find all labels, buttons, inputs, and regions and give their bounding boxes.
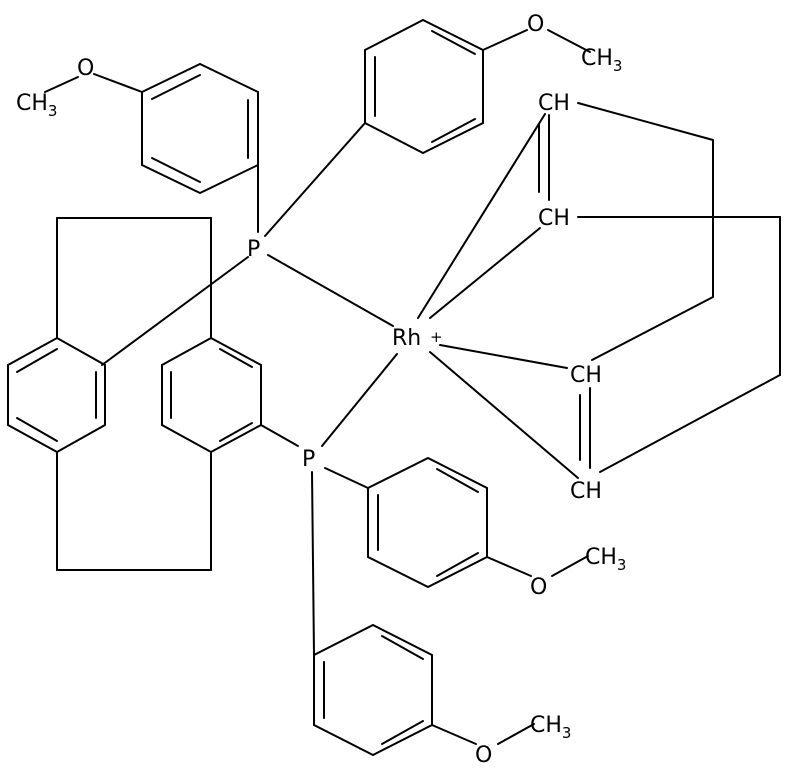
alkene-ch-label-1: CH bbox=[538, 91, 570, 116]
methyl-label-lower-right: CH3 bbox=[585, 545, 626, 574]
bond-p2-anisyl-right bbox=[324, 467, 369, 489]
bond-p2-rh bbox=[321, 353, 398, 447]
anisyl-ring-upper-right bbox=[264, 18, 591, 237]
phosphorus-label-lower: P bbox=[302, 447, 315, 472]
cyclophane-ring-left bbox=[7, 336, 106, 454]
oxygen-label-upper-right: O bbox=[527, 12, 544, 37]
anisyl-ring-bottom bbox=[313, 623, 535, 757]
bond-p2-anisyl-bottom bbox=[311, 471, 315, 656]
anisyl-ring-upper-left bbox=[44, 62, 259, 233]
methyl-label-upper-left: CH3 bbox=[16, 91, 57, 120]
bond-p2-cyclophane bbox=[260, 424, 299, 447]
oxygen-label-lower-right: O bbox=[530, 575, 547, 600]
rh-alkene-bonds bbox=[417, 113, 579, 479]
bond-p1-rh bbox=[267, 254, 394, 327]
methyl-label-bottom: CH3 bbox=[530, 713, 571, 742]
cyclooctadiene-ring bbox=[538, 102, 781, 473]
anisyl-ring-lower-right bbox=[367, 456, 589, 589]
phosphorus-label-upper: P bbox=[247, 237, 260, 262]
rhodium-label: Rh bbox=[392, 326, 421, 351]
oxygen-label-upper-left: O bbox=[77, 56, 94, 81]
alkene-ch-label-4: CH bbox=[570, 479, 602, 504]
alkene-ch-label-3: CH bbox=[570, 363, 602, 388]
rhodium-charge: + bbox=[430, 328, 443, 346]
ethano-bridges bbox=[56, 217, 212, 571]
oxygen-label-bottom: O bbox=[475, 743, 492, 768]
methyl-label-upper-right: CH3 bbox=[581, 46, 622, 75]
alkene-ch-label-2: CH bbox=[538, 206, 570, 231]
bond-p1-cyclophane bbox=[101, 256, 249, 366]
cyclophane-ring-right bbox=[161, 336, 262, 454]
